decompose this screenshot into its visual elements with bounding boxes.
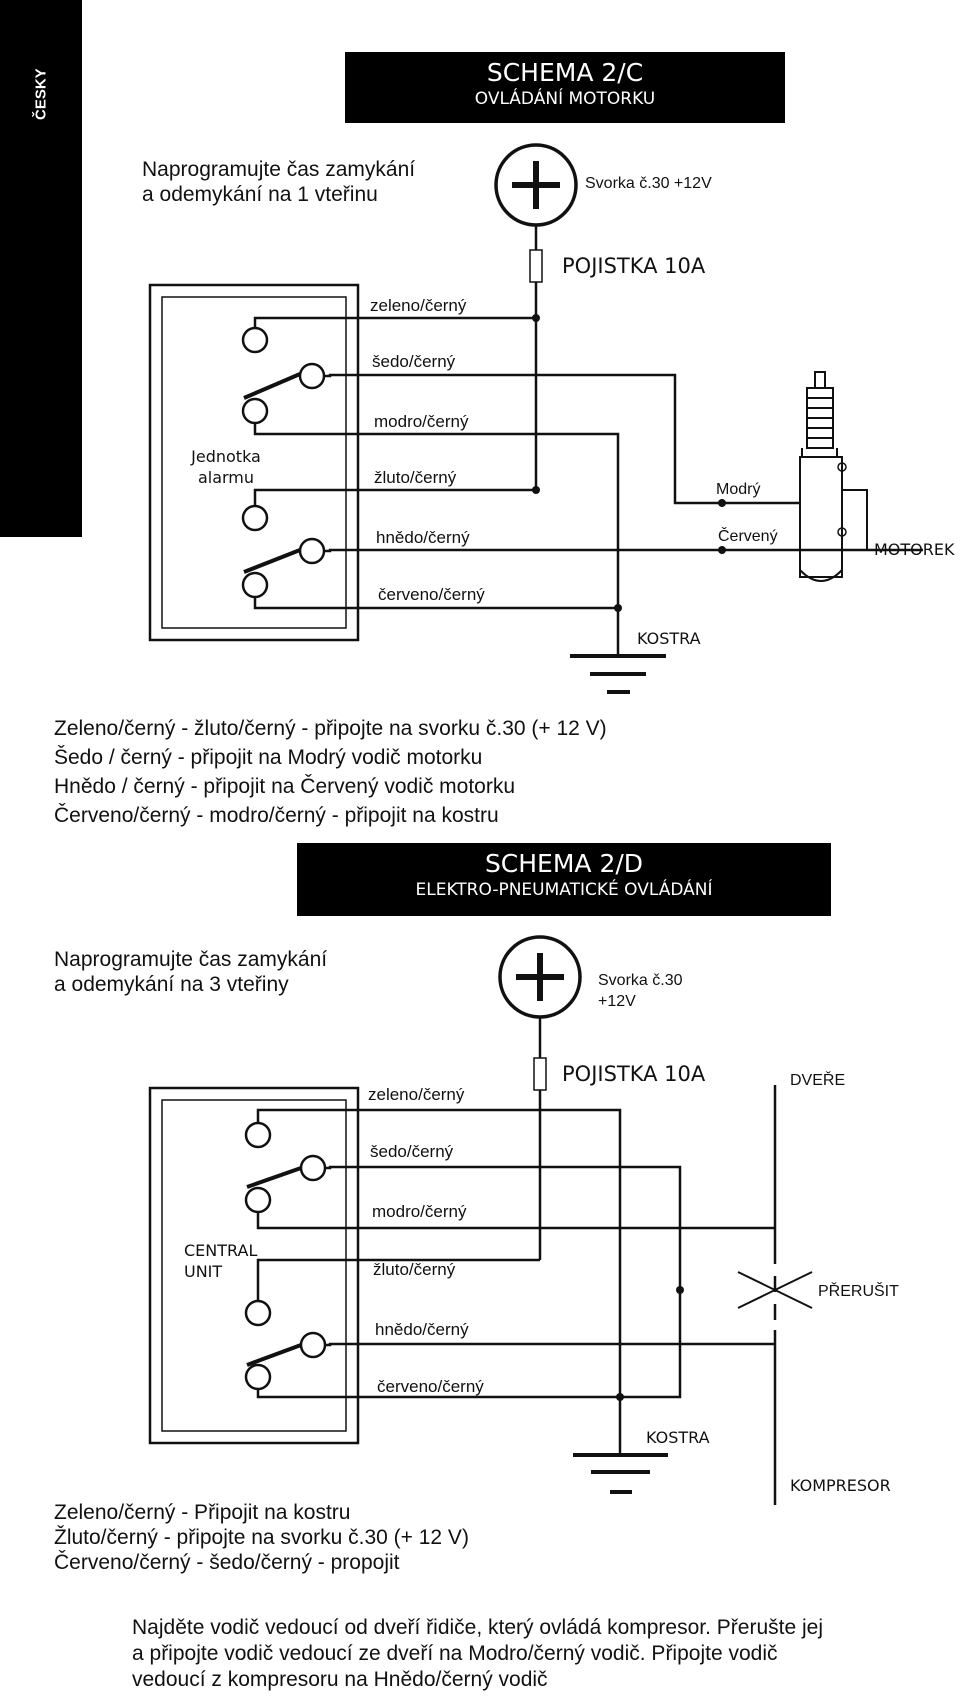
schema-2c-note: Naprogramujte čas zamykání a odemykání n… (142, 157, 415, 207)
unit-label-line: CENTRAL (184, 1241, 258, 1260)
schema-2c-legend: Zeleno/černý - žluto/černý - připojte na… (54, 714, 607, 830)
cut-x-icon (737, 1271, 813, 1309)
fuse-icon (529, 249, 543, 283)
wire-label: šedo/černý (370, 1142, 454, 1161)
instruction-line: Najděte vodič vedoucí od dveří řidiče, k… (132, 1616, 824, 1639)
terminal-line: +12V (598, 993, 636, 1010)
schema-2c-drawing (148, 143, 923, 694)
wire-label: žluto/černý (373, 1260, 456, 1279)
legend-line: Červeno/černý - modro/černý - připojit n… (54, 804, 499, 827)
note-line: a odemykání na 1 vteřinu (142, 183, 378, 206)
note-line: a odemykání na 3 vteřiny (54, 973, 289, 996)
central-unit-box (148, 1086, 360, 1445)
schema-2d-note: Naprogramujte čas zamykání a odemykání n… (54, 947, 327, 997)
legend-line: Červeno/černý - šedo/černý - propojit (54, 1551, 400, 1574)
schema-2c-title: SCHEMA 2/C (486, 58, 644, 87)
wire-label: červeno/černý (378, 585, 485, 604)
unit-label-line: alarmu (197, 468, 255, 487)
legend-line: Žluto/černý - připojte na svorku č.30 (+… (54, 1526, 469, 1549)
wire-label: modro/černý (372, 1202, 467, 1221)
schema-2d-title: SCHEMA 2/D (484, 849, 644, 878)
legend-line: Zeleno/černý - žluto/černý - připojte na… (54, 717, 607, 740)
instruction-line: vedoucí z kompresoru na Hnědo/černý vodi… (132, 1668, 548, 1691)
wire-label: zeleno/černý (368, 1085, 465, 1104)
ground-icon-2 (573, 1453, 668, 1494)
schema-2d-subtitle: ELEKTRO-PNEUMATICKÉ OVLÁDÁNÍ (415, 880, 713, 900)
wire-label: modro/černý (374, 412, 469, 431)
motor-label: MOTOREK (874, 540, 955, 559)
schema-2d-title-box: SCHEMA 2/D ELEKTRO-PNEUMATICKÉ OVLÁDÁNÍ (297, 843, 831, 916)
cerveny-label: Červený (718, 528, 778, 545)
legend-line: Šedo / černý - připojit na Modrý vodič m… (54, 746, 483, 769)
terminal-plus-icon (494, 143, 578, 227)
terminal-label: Svorka č.30 +12V (585, 175, 712, 192)
legend-line: Zeleno/černý - Připojit na kostru (54, 1501, 351, 1524)
schema-2d-drawing (148, 935, 813, 1505)
terminal-label-2: Svorka č.30 +12V (598, 970, 682, 1012)
ground-label: KOSTRA (637, 629, 701, 648)
central-unit-label: CENTRAL UNIT (184, 1240, 257, 1282)
schema-2d-instructions: Najděte vodič vedoucí od dveří řidiče, k… (132, 1615, 823, 1693)
door-label: DVEŘE (790, 1072, 846, 1089)
schema-2d-legend: Zeleno/černý - Připojit na kostru Žluto/… (54, 1500, 469, 1575)
alarm-unit-label: Jednotka alarmu (188, 446, 264, 488)
unit-label-line: UNIT (184, 1262, 223, 1281)
modry-label: Modrý (716, 481, 761, 498)
wire-label: hnědo/černý (376, 528, 470, 547)
cut-label: PŘERUŠIT (818, 1283, 899, 1300)
alarm-unit-box (148, 283, 360, 642)
unit-label-line: Jednotka (191, 447, 261, 466)
note-line: Naprogramujte čas zamykání (142, 158, 416, 181)
note-line: Naprogramujte čas zamykání (54, 948, 328, 971)
language-sidebar: ČESKY (0, 0, 82, 537)
wire-label: hnědo/černý (375, 1320, 469, 1339)
fuse-icon-2 (533, 1057, 547, 1091)
terminal-plus-icon-2 (498, 935, 582, 1019)
fuse-label: POJISTKA 10A (562, 254, 706, 278)
wire-label: šedo/černý (372, 352, 456, 371)
ground-icon (570, 654, 666, 694)
motor-actuator-icon (799, 371, 868, 582)
compressor-label: KOMPRESOR (790, 1476, 891, 1495)
terminal-line: Svorka č.30 (598, 972, 683, 989)
fuse-label-2: POJISTKA 10A (562, 1062, 706, 1086)
schema-2c-title-box: SCHEMA 2/C OVLÁDÁNÍ MOTORKU (345, 52, 785, 123)
instruction-line: a připojte vodič vedoucí ze dveří na Mod… (132, 1642, 778, 1665)
wire-label: červeno/černý (377, 1377, 484, 1396)
schema-2c-subtitle: OVLÁDÁNÍ MOTORKU (474, 89, 656, 109)
legend-line: Hnědo / černý - připojit na Červený vodi… (54, 775, 516, 798)
wire-label: zeleno/černý (370, 296, 467, 315)
ground-label-2: KOSTRA (646, 1428, 710, 1447)
wire-label: žluto/černý (374, 468, 457, 487)
